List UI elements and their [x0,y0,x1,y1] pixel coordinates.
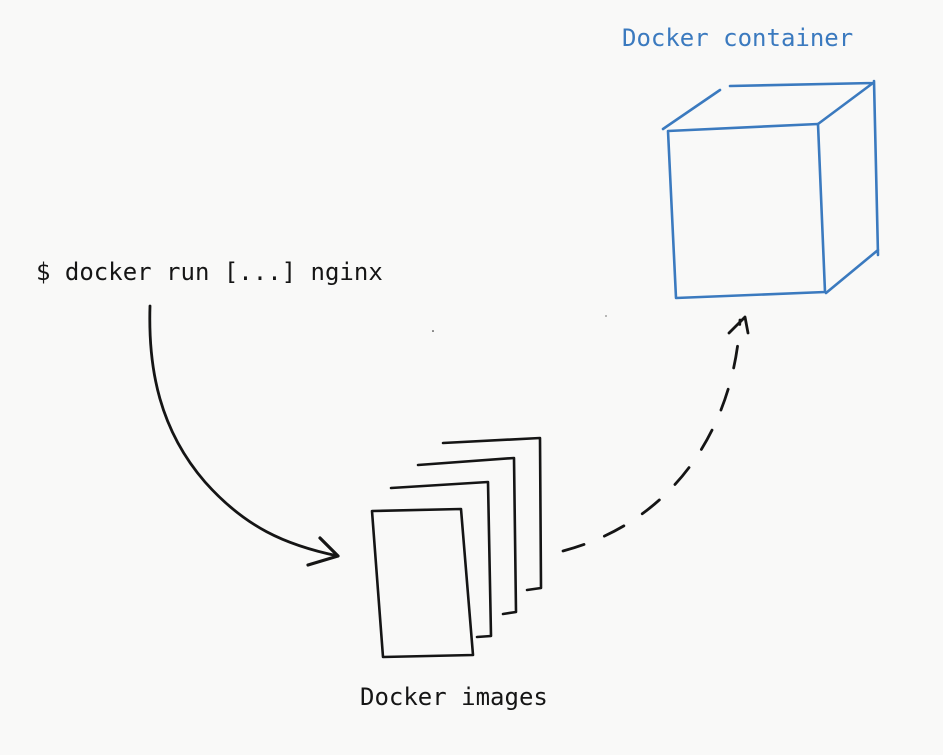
run-arrow [148,304,340,567]
image-page-4 [441,436,543,592]
image-page-2 [389,480,493,639]
image-stack [370,436,543,659]
instantiate-arrow-curve [561,318,742,553]
container-label: Docker container [622,24,854,52]
images-label: Docker images [360,683,548,711]
image-page-3 [416,456,518,616]
paper-speck [605,315,607,317]
cube-side-face [824,79,880,295]
paper-speck [432,330,434,332]
run-arrow-head [306,536,340,567]
container-cube [661,79,880,300]
instantiate-arrow [561,315,750,553]
run-arrow-curve [148,304,340,558]
image-page-1 [370,507,475,659]
cube-front-face [666,122,827,300]
command-text: $ docker run [...] nginx [36,258,383,286]
instantiate-arrow-head [727,315,750,335]
cube-top-face [661,81,875,131]
